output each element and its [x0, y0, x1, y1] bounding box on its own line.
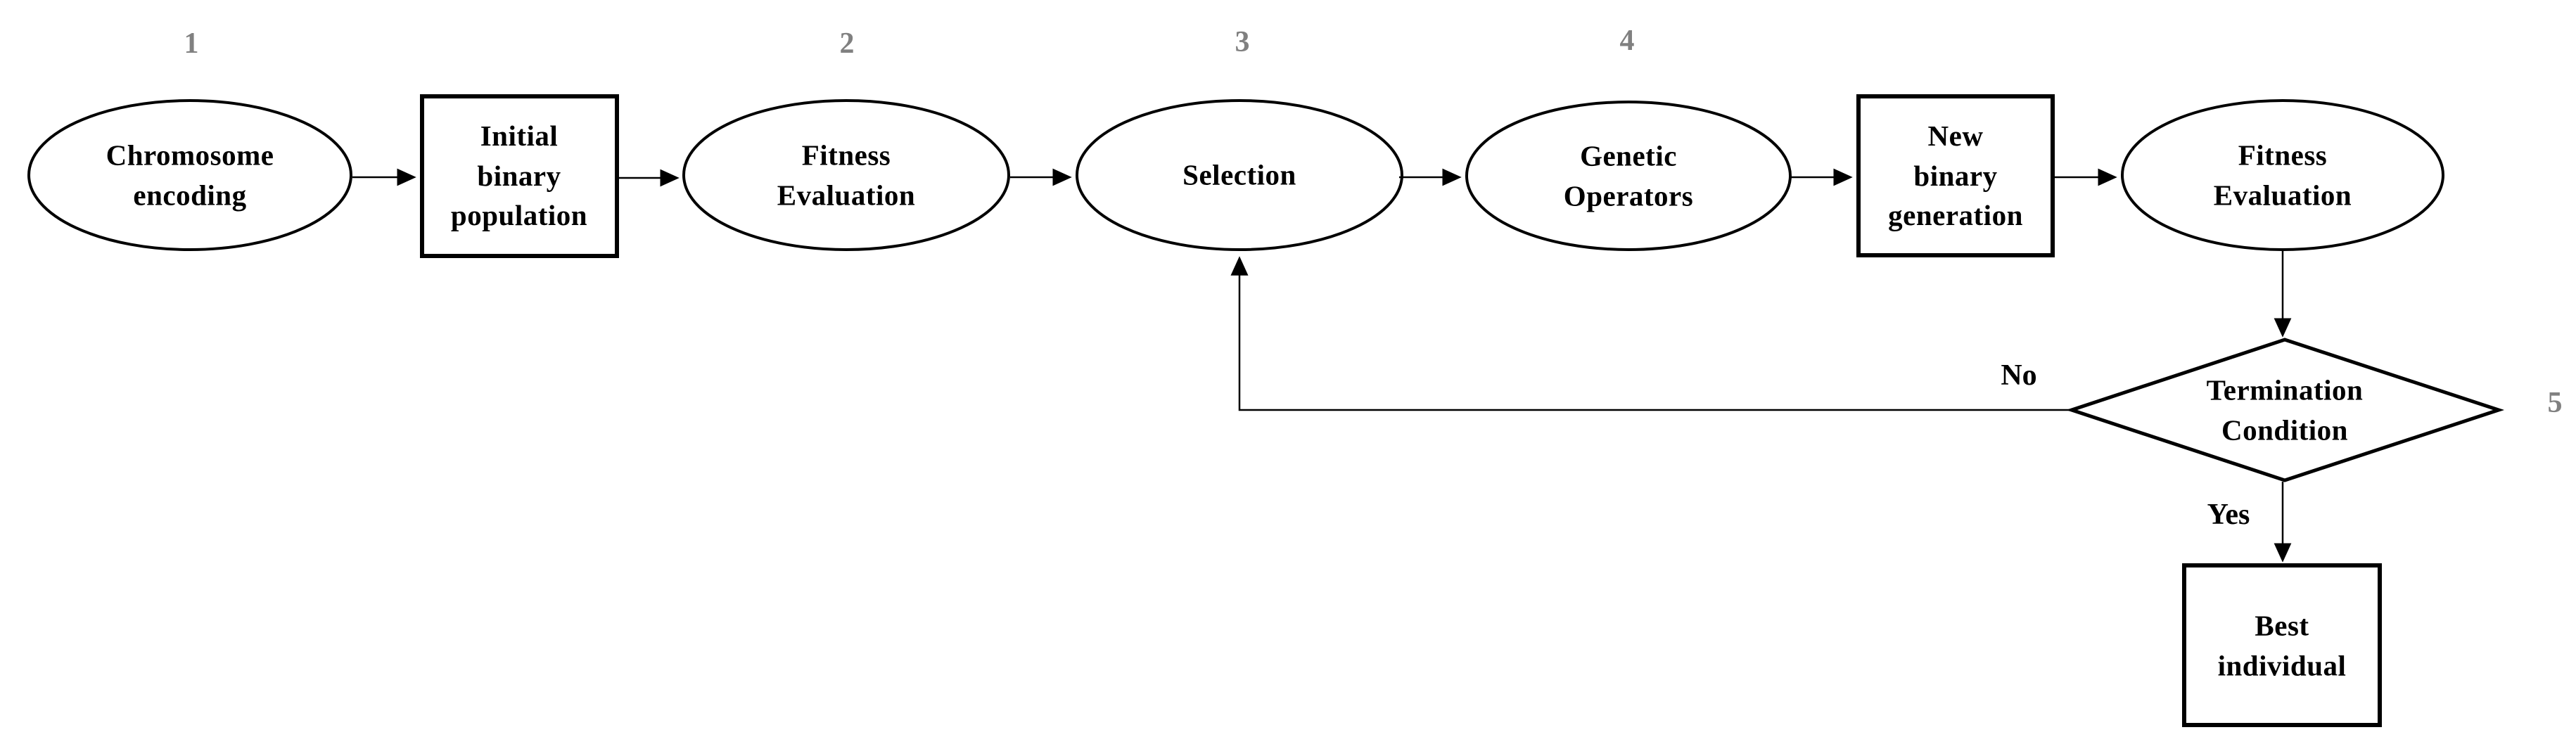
chromosome-encoding-label: Chromosome encoding — [106, 139, 274, 211]
arrow-no-loop-to-selection — [1230, 256, 2070, 411]
best-individual-label: Best individual — [2217, 609, 2347, 681]
initial-binary-population-rect — [420, 94, 619, 258]
step-number-2: 2 — [839, 27, 855, 60]
genetic-operators-ellipse — [1465, 101, 1792, 251]
chromosome-encoding-ellipse — [27, 99, 352, 251]
fitness-evaluation-2-label: Fitness Evaluation — [2213, 139, 2352, 211]
fitness-evaluation-1-ellipse — [682, 99, 1010, 251]
step-number-5: 5 — [2547, 387, 2563, 419]
termination-condition-diamond — [2066, 338, 2505, 482]
genetic-operators-label: Genetic Operators — [1563, 139, 1694, 212]
no-branch-label: No — [2001, 359, 2037, 392]
best-individual-rect — [2182, 563, 2382, 727]
fitness-evaluation-2-ellipse — [2121, 99, 2444, 251]
step-number-4: 4 — [1619, 25, 1635, 57]
yes-branch-label: Yes — [2207, 499, 2250, 531]
fitness-evaluation-1-label: Fitness Evaluation — [777, 139, 916, 211]
selection-ellipse — [1076, 99, 1403, 251]
initial-binary-population-label: Initial binary population — [450, 120, 588, 232]
new-binary-generation-label: New binary generation — [1888, 120, 2023, 232]
step-number-3: 3 — [1235, 26, 1250, 58]
step-number-1: 1 — [184, 27, 199, 60]
new-binary-generation-rect — [1856, 94, 2055, 257]
termination-condition-label: Termination Condition — [2206, 373, 2364, 446]
selection-label: Selection — [1182, 158, 1296, 191]
